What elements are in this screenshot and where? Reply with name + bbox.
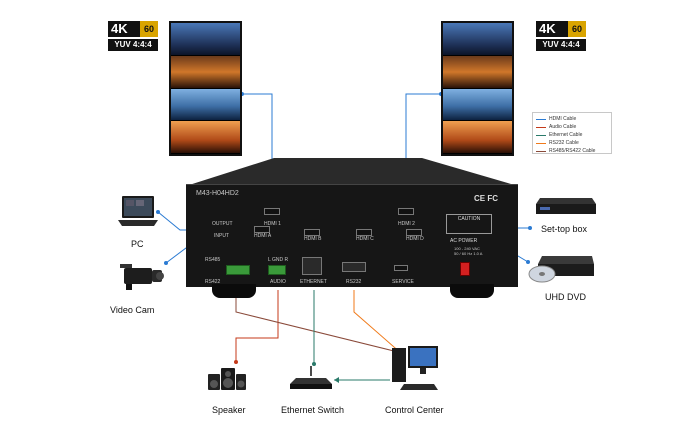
ethernet-switch-icon — [290, 364, 332, 390]
pc-icon — [116, 194, 160, 230]
cable-legend: HDMI Cable Audio Cable Ethernet Cable RS… — [532, 112, 612, 154]
port-hdmi-d — [406, 229, 422, 236]
label-ethernet-switch: Ethernet Switch — [281, 405, 345, 415]
port-rs232 — [342, 262, 366, 272]
label-hdmi-2: HDMI 2 — [398, 221, 415, 227]
control-center-icon — [390, 344, 440, 394]
power-spec: 100 - 240 VAC 50 / 60 Hz 1.0 A — [454, 246, 483, 256]
label-service: SERVICE — [392, 279, 414, 285]
label-hdmi-1: HDMI 1 — [264, 221, 281, 227]
badge-60-text: 60 — [140, 21, 158, 37]
label-settop: Set-top box — [541, 224, 588, 234]
device-foot-left — [212, 284, 256, 298]
video-wall-left — [169, 21, 242, 156]
label-hdmi-b: HDMI B — [304, 236, 322, 242]
legend-ethernet: Ethernet Cable — [549, 132, 583, 138]
legend-rs485: RS485/RS422 Cable — [549, 148, 596, 154]
caution-text: CAUTION — [457, 216, 481, 222]
badge-4k60-right: 4K 60 YUV 4:4:4 — [536, 21, 586, 51]
port-hdmi-1 — [264, 208, 280, 215]
badge-4k-text: 4K — [111, 21, 128, 36]
speaker-icon — [208, 366, 246, 392]
label-hdmi-a: HDMI A — [254, 233, 272, 239]
uhd-dvd-icon — [528, 250, 596, 284]
badge-yuv-text: YUV 4:4:4 — [108, 39, 158, 51]
label-uhd-dvd: UHD DVD — [545, 292, 587, 302]
caution-sticker: CAUTION — [446, 214, 492, 234]
device-foot-right — [450, 284, 494, 298]
input-label: INPUT — [214, 233, 229, 239]
label-speaker: Speaker — [212, 405, 246, 415]
label-video-cam: Video Cam — [110, 305, 155, 315]
port-hdmi-a — [254, 226, 270, 233]
model-number: M43-H04HD2 — [196, 190, 239, 197]
cert-logos: CE FC — [474, 194, 498, 203]
label-hdmi-c: HDMI C — [356, 236, 374, 242]
ac-power-label: AC POWER — [450, 238, 478, 244]
badge-60-text: 60 — [568, 21, 586, 37]
port-service — [394, 265, 408, 271]
port-audio-terminal — [268, 265, 286, 275]
label-rs422: RS422 — [205, 279, 221, 285]
label-audio-lr: L GND R — [268, 257, 289, 263]
legend-rs232: RS232 Cable — [549, 140, 579, 146]
label-rs232: RS232 — [346, 279, 362, 285]
port-hdmi-b — [304, 229, 320, 236]
output-label: OUTPUT — [212, 221, 233, 227]
settop-icon — [534, 196, 596, 216]
port-ethernet — [302, 257, 322, 275]
wire-audio — [235, 290, 279, 362]
device-top-cover — [186, 158, 518, 186]
badge-4k60-left: 4K 60 YUV 4:4:4 — [108, 21, 158, 51]
label-audio: AUDIO — [270, 279, 286, 285]
badge-4k-text: 4K — [539, 21, 556, 36]
legend-hdmi: HDMI Cable — [549, 116, 577, 122]
video-wall-right — [441, 21, 514, 156]
port-rs485-terminal — [226, 265, 250, 275]
label-hdmi-d: HDMI D — [406, 236, 424, 242]
label-ethernet: ETHERNET — [300, 279, 327, 285]
badge-yuv-text: YUV 4:4:4 — [536, 39, 586, 51]
wire-rs485 — [235, 290, 399, 353]
port-hdmi-c — [356, 229, 372, 236]
power-switch — [460, 262, 470, 276]
wire-ethernet-arrow — [334, 377, 339, 383]
video-cam-icon — [116, 260, 164, 292]
legend-audio: Audio Cable — [549, 124, 577, 130]
label-control-center: Control Center — [385, 405, 444, 415]
label-pc: PC — [131, 239, 144, 249]
port-hdmi-2 — [398, 208, 414, 215]
label-rs485: RS485 — [205, 257, 221, 263]
